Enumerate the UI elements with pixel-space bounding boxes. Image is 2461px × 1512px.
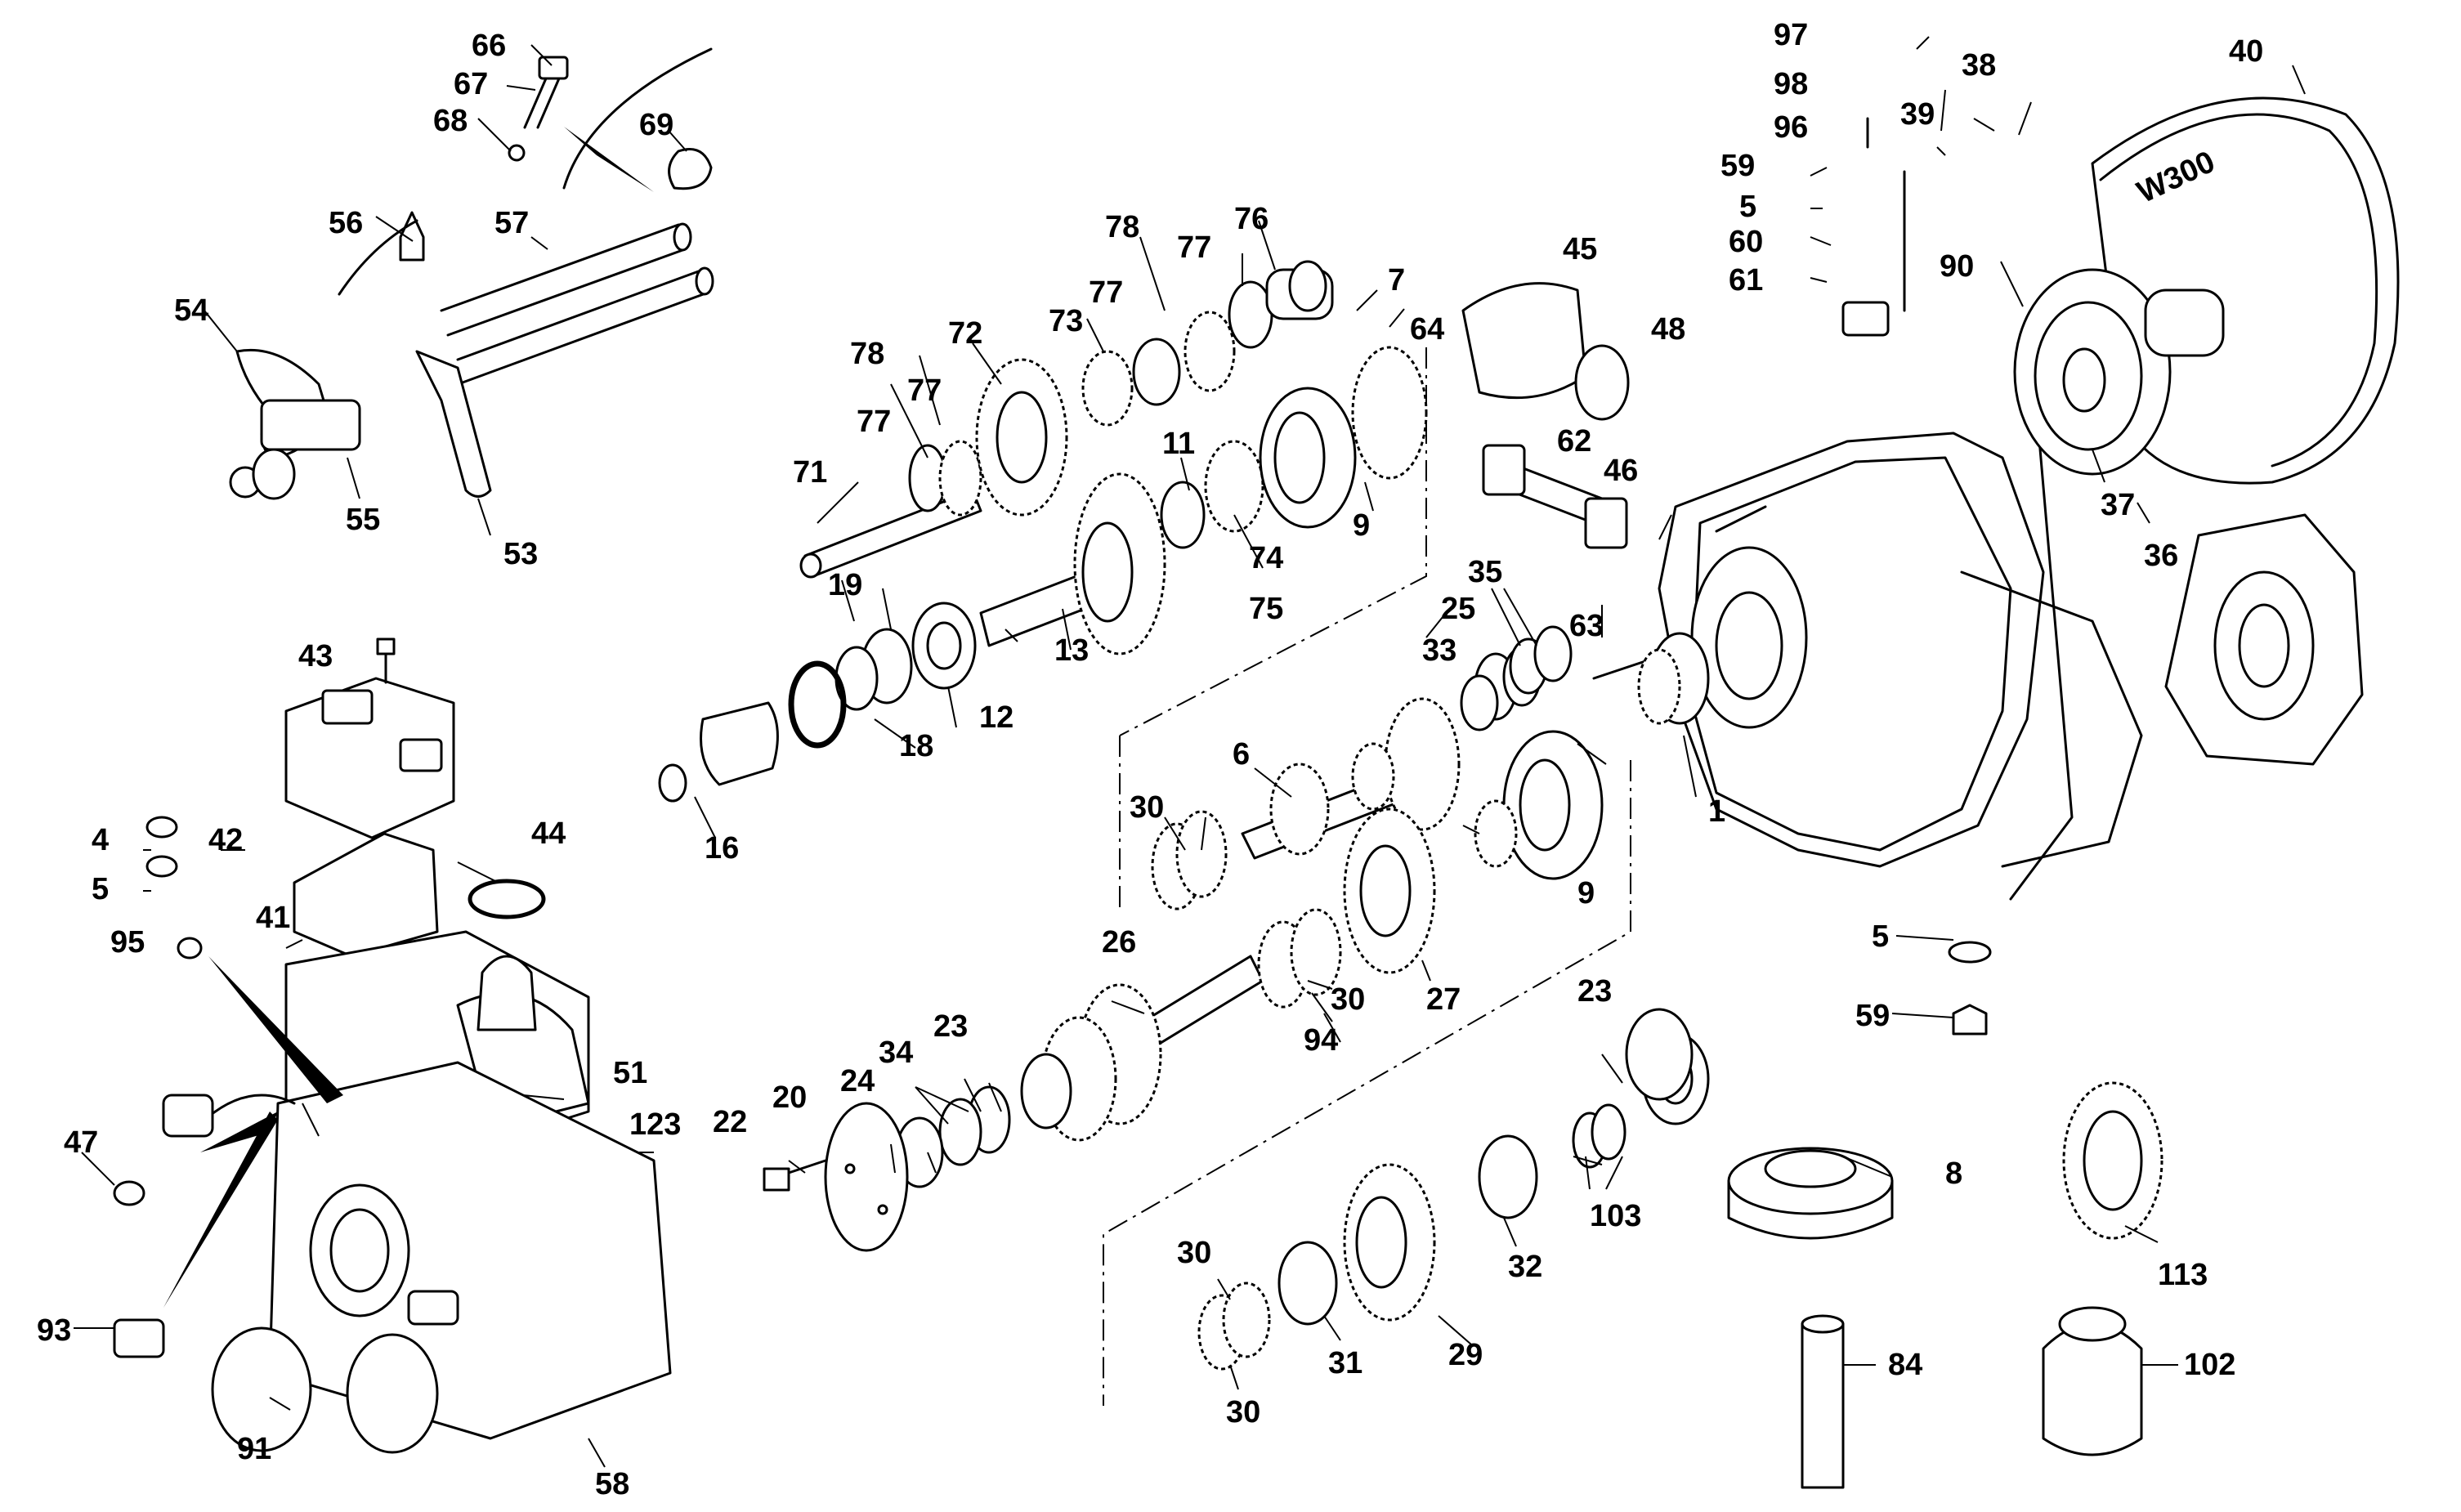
- label-93: 93: [37, 1313, 71, 1348]
- valve-top-cover: [113, 637, 672, 1454]
- label-76: 76: [1234, 202, 1269, 236]
- label-6: 6: [1233, 737, 1250, 772]
- label-43: 43: [298, 639, 333, 673]
- label-96: 96: [1774, 110, 1808, 145]
- label-30a: 30: [1130, 790, 1164, 825]
- label-103: 103: [1590, 1199, 1641, 1233]
- label-59a: 59: [1720, 149, 1755, 183]
- label-29: 29: [1448, 1338, 1483, 1372]
- label-33: 33: [1422, 633, 1456, 668]
- label-41: 41: [256, 901, 290, 935]
- label-26: 26: [1102, 925, 1136, 960]
- label-36: 36: [2144, 539, 2178, 573]
- label-94: 94: [1304, 1023, 1338, 1058]
- label-5b: 5: [1872, 919, 1889, 954]
- label-30c: 30: [1177, 1236, 1211, 1270]
- label-46: 46: [1604, 454, 1638, 488]
- label-39: 39: [1900, 97, 1935, 132]
- label-69: 69: [639, 108, 673, 142]
- label-23a: 23: [933, 1009, 968, 1044]
- label-34: 34: [879, 1036, 913, 1070]
- label-12: 12: [979, 700, 1013, 735]
- label-40: 40: [2229, 34, 2263, 69]
- label-9a: 9: [1353, 508, 1370, 543]
- label-113: 113: [2158, 1258, 2208, 1292]
- label-63: 63: [1569, 609, 1604, 643]
- label-54: 54: [174, 293, 208, 328]
- label-51: 51: [613, 1056, 647, 1090]
- label-30b: 30: [1331, 982, 1365, 1017]
- label-1: 1: [1708, 794, 1725, 829]
- label-77a: 77: [907, 374, 942, 408]
- label-71: 71: [793, 455, 827, 490]
- label-77d: 77: [1177, 230, 1211, 265]
- label-78a: 78: [850, 337, 884, 371]
- label-35: 35: [1468, 555, 1502, 589]
- label-72: 72: [948, 316, 982, 351]
- label-95: 95: [110, 925, 145, 960]
- label-57: 57: [494, 206, 529, 240]
- label-98: 98: [1774, 67, 1808, 101]
- label-77c: 77: [1089, 275, 1123, 310]
- label-67: 67: [454, 67, 488, 101]
- label-75: 75: [1249, 592, 1283, 626]
- label-53: 53: [503, 537, 538, 571]
- label-66: 66: [472, 29, 506, 63]
- label-90: 90: [1940, 249, 1974, 284]
- label-73: 73: [1049, 304, 1083, 338]
- label-4: 4: [92, 823, 109, 857]
- label-27: 27: [1426, 982, 1461, 1017]
- label-84: 84: [1888, 1348, 1922, 1382]
- label-38: 38: [1962, 48, 1996, 83]
- label-60: 60: [1729, 225, 1763, 259]
- label-55: 55: [346, 503, 380, 537]
- label-20: 20: [772, 1080, 807, 1115]
- label-62: 62: [1557, 424, 1591, 459]
- label-48: 48: [1651, 312, 1685, 347]
- label-61: 61: [1729, 263, 1763, 297]
- label-77b: 77: [857, 405, 891, 439]
- label-9b: 9: [1577, 876, 1595, 910]
- loose-parts: [1727, 941, 2163, 1489]
- label-123: 123: [629, 1107, 681, 1142]
- label-44: 44: [531, 816, 566, 851]
- label-18: 18: [899, 729, 933, 763]
- label-32: 32: [1508, 1250, 1542, 1284]
- label-24: 24: [840, 1064, 875, 1098]
- label-7: 7: [1388, 263, 1405, 297]
- label-11: 11: [1162, 427, 1195, 461]
- label-5a: 5: [1739, 190, 1756, 224]
- label-22: 22: [713, 1105, 747, 1139]
- label-19: 19: [828, 568, 862, 602]
- label-16: 16: [705, 831, 739, 866]
- label-8: 8: [1945, 1156, 1962, 1191]
- mainshaft-group: [658, 260, 1710, 1406]
- label-37: 37: [2101, 488, 2135, 522]
- label-56: 56: [329, 206, 363, 240]
- label-64: 64: [1410, 312, 1444, 347]
- label-30d: 30: [1226, 1395, 1260, 1429]
- label-13: 13: [1054, 633, 1089, 668]
- label-68: 68: [433, 104, 468, 138]
- label-59b: 59: [1855, 999, 1890, 1033]
- label-74: 74: [1249, 541, 1283, 575]
- leader-lines: [74, 36, 2306, 1468]
- label-25: 25: [1441, 592, 1475, 626]
- label-78b: 78: [1105, 210, 1139, 244]
- label-91: 91: [237, 1432, 271, 1466]
- label-5c: 5: [92, 872, 109, 906]
- transmission-housing: W300: [1461, 96, 2400, 901]
- label-102: 102: [2184, 1348, 2235, 1382]
- label-97: 97: [1774, 18, 1808, 52]
- label-45: 45: [1563, 232, 1597, 266]
- label-47: 47: [64, 1125, 98, 1160]
- label-42: 42: [208, 823, 243, 857]
- part-labels: 66 67 68 69 56 57 54 55 53 71 78 77 77 7…: [37, 18, 2263, 1501]
- label-31: 31: [1328, 1346, 1362, 1380]
- label-23b: 23: [1577, 974, 1612, 1009]
- label-58: 58: [595, 1467, 629, 1501]
- shift-fork-assembly: [229, 47, 714, 500]
